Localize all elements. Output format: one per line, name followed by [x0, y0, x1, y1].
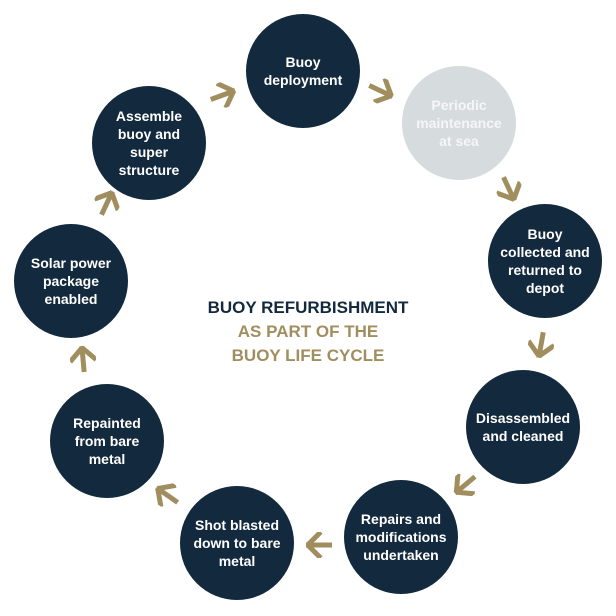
step-assemble-buoy: Assemble buoy and super structure [92, 86, 206, 200]
chevron-arrow-icon [367, 77, 395, 105]
step-label: Buoy collected and returned to depot [500, 226, 590, 296]
chevron-arrow-icon [209, 81, 237, 109]
chevron-arrow-icon [526, 330, 556, 360]
step-label: Repairs and modifications undertaken [355, 511, 447, 563]
chevron-arrow-icon [154, 482, 180, 508]
title-line-2: AS PART OF THE [237, 322, 379, 341]
step-periodic-maintenance: Periodic maintenance at sea [402, 66, 516, 180]
chevron-arrow-icon [452, 473, 478, 497]
diagram-title: BUOY REFURBISHMENT AS PART OF THE BUOY L… [170, 296, 446, 368]
step-label: Assemble buoy and super structure [115, 108, 183, 178]
step-disassembled: Disassembled and cleaned [466, 370, 580, 484]
chevron-arrow-icon [68, 344, 98, 373]
step-buoy-collected: Buoy collected and returned to depot [488, 204, 602, 318]
step-label: Solar power package enabled [30, 255, 112, 307]
step-repainted: Repainted from bare metal [50, 384, 164, 498]
chevron-arrow-icon [93, 189, 121, 217]
step-label: Shot blasted down to bare metal [193, 517, 281, 569]
step-label: Disassembled and cleaned [475, 410, 571, 444]
step-repairs: Repairs and modifications undertaken [344, 480, 458, 594]
chevron-arrow-icon [495, 175, 523, 203]
title-line-3: BUOY LIFE CYCLE [231, 346, 385, 365]
chevron-arrow-icon [306, 532, 332, 558]
step-shot-blasted: Shot blasted down to bare metal [180, 486, 294, 600]
step-label: Repainted from bare metal [73, 415, 141, 467]
step-solar-power: Solar power package enabled [14, 224, 128, 338]
step-label: Periodic maintenance at sea [416, 97, 502, 149]
title-line-1: BUOY REFURBISHMENT [207, 298, 409, 317]
step-buoy-deployment: Buoy deployment [246, 14, 360, 128]
step-label: Buoy deployment [263, 54, 343, 88]
